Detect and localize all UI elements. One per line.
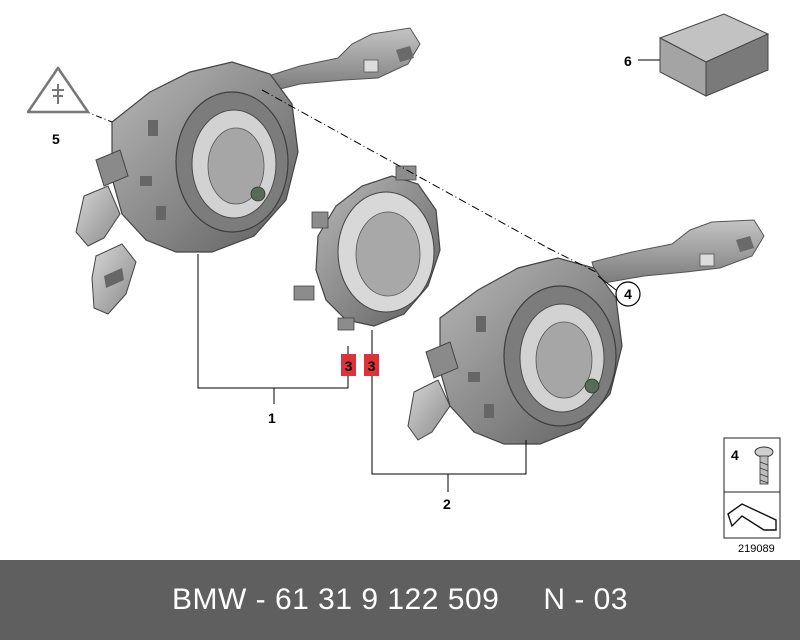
footer-part-number: BMW - 61 31 9 122 509 <box>171 583 500 616</box>
leader-line-warning <box>71 105 113 123</box>
leader-line-part2 <box>371 330 527 475</box>
callout-part-1: 1 <box>268 410 276 426</box>
legend-screw-box <box>723 437 781 493</box>
leader-line-part4 <box>597 275 617 291</box>
callout-part-6: 6 <box>624 53 632 69</box>
callout-part-5: 5 <box>52 131 60 147</box>
box-part-icon <box>658 13 770 97</box>
leader-line-axis-end <box>547 247 597 273</box>
highlight-box-3b <box>364 354 379 376</box>
callout-part-3a: 3 <box>345 358 353 374</box>
steering-column-switch-assembly-1 <box>75 27 421 315</box>
legend-screw-number: 4 <box>731 447 739 463</box>
electrical-plug-warning-icon <box>26 66 90 114</box>
footer-suffix: N - 03 <box>543 583 629 616</box>
legend-panel: 4 219089 <box>723 437 781 555</box>
part-number-footer: BMW - 61 31 9 122 509 N - 03 <box>0 560 800 640</box>
callout-part-3b: 3 <box>368 358 376 374</box>
leader-line-axis <box>261 89 549 249</box>
callout-part-2: 2 <box>443 496 451 512</box>
diagram-id: 219089 <box>738 543 775 555</box>
wedge-symbol-icon <box>727 503 777 531</box>
callout-circle-4 <box>615 281 641 307</box>
steering-column-switch-assembly-2 <box>407 219 765 445</box>
exploded-parts-diagram: 1 2 3 3 4 5 6 4 219089 <box>26 13 781 555</box>
callout-part-4: 4 <box>624 286 632 302</box>
screw-icon <box>754 446 774 485</box>
highlight-box-3a <box>341 354 356 376</box>
clock-spring-ring-part-3 <box>293 165 441 331</box>
